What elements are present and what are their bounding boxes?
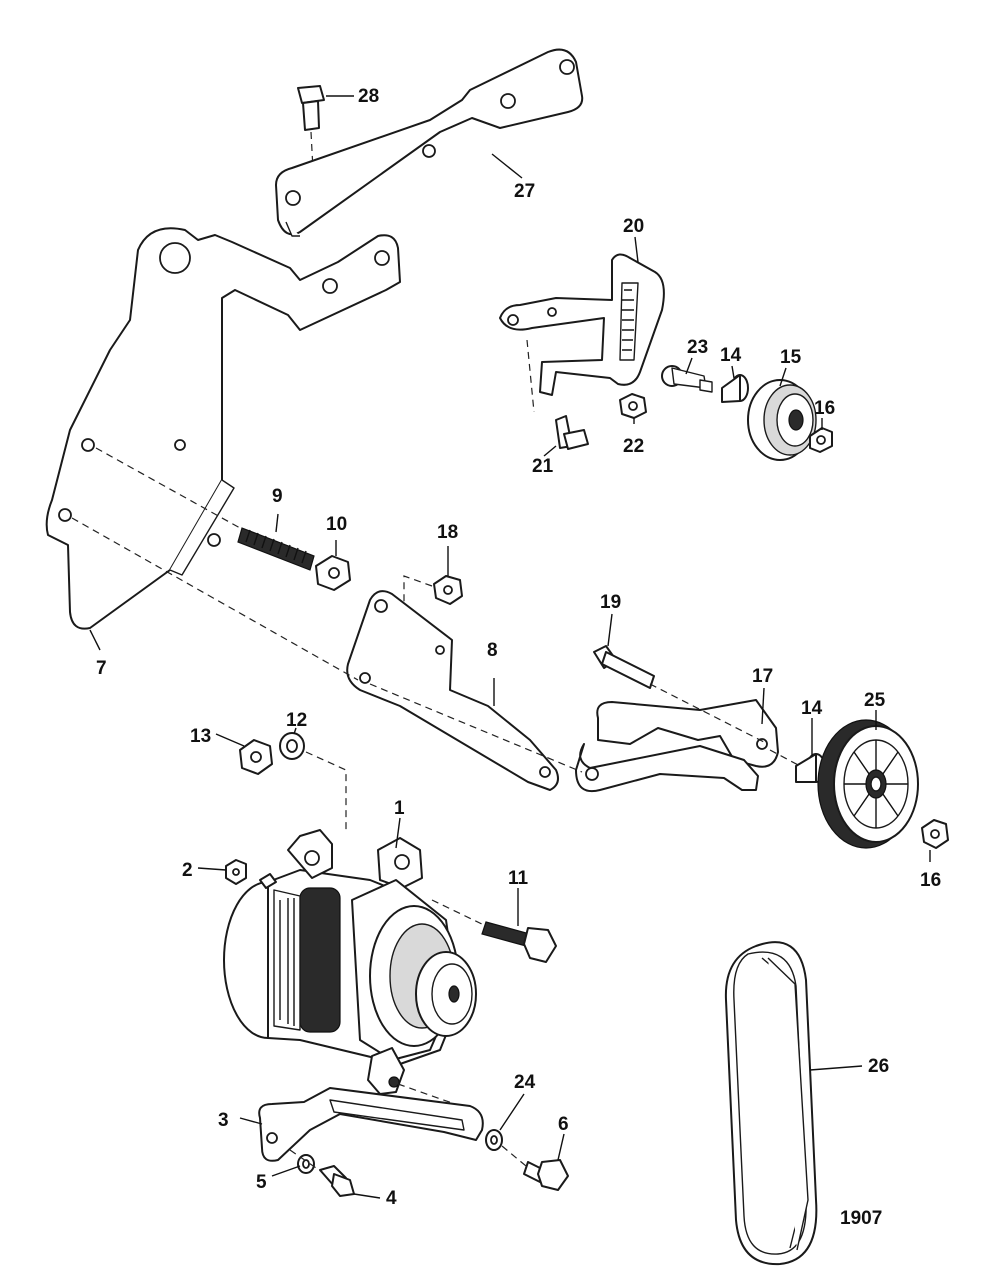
callout-7: 7 xyxy=(96,658,107,679)
callout-24: 24 xyxy=(514,1072,536,1093)
callout-16-upper: 16 xyxy=(814,398,835,419)
nut-18 xyxy=(399,575,463,625)
nut-22 xyxy=(619,393,647,419)
callout-13: 13 xyxy=(190,726,211,747)
bracket-27 xyxy=(275,48,584,237)
stud-9 xyxy=(237,527,315,571)
bracket-20 xyxy=(499,253,665,413)
callout-26: 26 xyxy=(868,1056,889,1077)
callout-12: 12 xyxy=(286,710,307,731)
figure-number: 1907 xyxy=(840,1208,882,1229)
callout-22: 22 xyxy=(623,436,644,457)
callout-labels: 28 27 20 23 14 15 16 21 22 9 10 18 7 8 1… xyxy=(96,86,941,1229)
bolt-19 xyxy=(593,645,655,689)
bracket-7 xyxy=(45,227,401,630)
callout-20: 20 xyxy=(623,216,644,237)
callout-6: 6 xyxy=(558,1114,569,1135)
callout-23: 23 xyxy=(687,337,708,358)
washer-24 xyxy=(485,1129,503,1151)
adjuster-23 xyxy=(661,365,713,393)
callout-14-lower: 14 xyxy=(801,698,823,719)
alternator-1 xyxy=(223,829,477,1111)
callout-5: 5 xyxy=(256,1172,267,1193)
bolt-28 xyxy=(297,85,325,171)
callout-9: 9 xyxy=(272,486,283,507)
washer-12 xyxy=(279,732,347,830)
nut-13 xyxy=(239,739,273,775)
nut-2 xyxy=(225,859,247,885)
bolt-11 xyxy=(431,899,557,963)
bolt-6 xyxy=(501,1145,569,1191)
callout-11: 11 xyxy=(508,868,529,889)
callout-25: 25 xyxy=(864,690,886,711)
leader-lines xyxy=(89,95,931,1199)
callout-28: 28 xyxy=(358,86,379,107)
callout-3: 3 xyxy=(218,1110,229,1131)
callout-10: 10 xyxy=(326,514,347,535)
nut-10 xyxy=(315,555,351,591)
bolt-4 xyxy=(289,1149,355,1197)
callout-2: 2 xyxy=(182,860,193,881)
nut-16-lower xyxy=(921,819,949,849)
lockwasher-5 xyxy=(297,1154,315,1174)
callout-4: 4 xyxy=(386,1188,397,1209)
idler-pulley-15 xyxy=(747,379,817,461)
callout-16-lower: 16 xyxy=(920,870,941,891)
callout-27: 27 xyxy=(514,181,535,202)
callout-8: 8 xyxy=(487,640,498,661)
spacer-14-upper xyxy=(721,374,749,403)
drive-belt-26 xyxy=(724,941,818,1266)
callout-19: 19 xyxy=(600,592,621,613)
strap-3 xyxy=(258,1087,484,1162)
bracket-8 xyxy=(346,590,559,791)
callout-14-upper: 14 xyxy=(720,345,742,366)
callout-15: 15 xyxy=(780,347,802,368)
idler-arm-17 xyxy=(575,699,779,792)
callout-17: 17 xyxy=(752,666,773,687)
callout-21: 21 xyxy=(532,456,554,477)
idler-pulley-25 xyxy=(817,719,919,849)
callout-18: 18 xyxy=(437,522,458,543)
bolt-21 xyxy=(555,415,589,450)
callout-1: 1 xyxy=(394,798,405,819)
assembly-lines xyxy=(71,447,801,773)
